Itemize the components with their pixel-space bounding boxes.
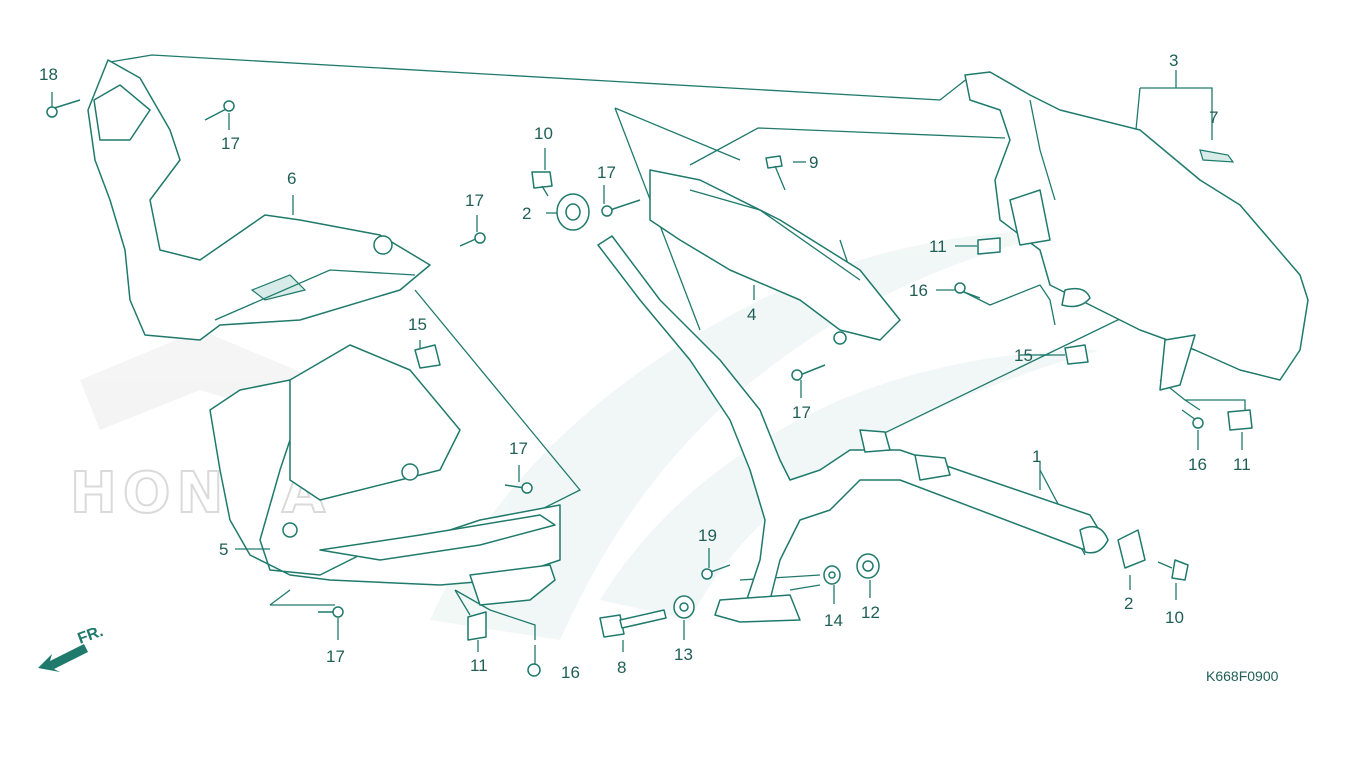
callout-7: 7: [1209, 108, 1219, 127]
clip-nut-11-icon: [1227, 409, 1253, 431]
front-direction-label: FR.: [76, 628, 106, 648]
screw-16-icon: [1181, 409, 1204, 429]
front-direction-arrow-icon: FR.: [38, 628, 106, 672]
callout-6: 6: [287, 169, 297, 188]
callout-4: 4: [747, 305, 757, 324]
callout-17: 17: [509, 439, 528, 458]
screw-17-icon: [601, 199, 641, 217]
callout-10: 10: [534, 124, 553, 143]
clip-nut-11-icon: [467, 611, 487, 641]
callout-19: 19: [698, 526, 717, 545]
callout-14: 14: [824, 611, 843, 630]
inner-bracket: [649, 169, 901, 345]
screw-16-icon: [527, 645, 541, 677]
screw-17-icon: [318, 606, 344, 618]
callout-9: 9: [809, 153, 819, 172]
callout-18: 18: [39, 65, 58, 84]
callout-17: 17: [465, 191, 484, 210]
diagram-code: K668F0900: [1206, 668, 1279, 684]
collar-2-icon: [556, 193, 590, 231]
callout-1: 1: [1032, 447, 1042, 466]
rear-cover: [964, 71, 1309, 391]
collar-12-icon: [856, 553, 880, 579]
callout-12: 12: [861, 603, 880, 622]
callout-11: 11: [1233, 455, 1251, 474]
screw-17-icon: [791, 364, 826, 381]
collar-2-icon: [1117, 529, 1146, 569]
front-cover-lower: [209, 344, 561, 606]
callout-2: 2: [522, 204, 532, 223]
callout-15: 15: [408, 315, 427, 334]
callout-8: 8: [617, 658, 627, 677]
callout-15: 15: [1014, 346, 1033, 365]
bolt-10-icon: [531, 171, 553, 197]
bolt-9-icon: [765, 155, 786, 191]
callout-13: 13: [674, 645, 693, 664]
bolt-10-icon: [1157, 559, 1189, 581]
callout-16: 16: [909, 281, 928, 300]
callout-11: 11: [929, 237, 947, 256]
callout-11: 11: [470, 656, 488, 675]
callout-10: 10: [1165, 608, 1184, 627]
hardware: [46, 99, 1253, 677]
callout-16: 16: [561, 663, 580, 682]
callout-17: 17: [597, 163, 616, 182]
callout-16: 16: [1188, 455, 1207, 474]
callout-17: 17: [792, 403, 811, 422]
callout-3: 3: [1169, 51, 1179, 70]
screw-19-icon: [701, 564, 731, 580]
callout-leaders: [51, 92, 1243, 652]
callout-5: 5: [219, 540, 229, 559]
washer-14-icon: [823, 565, 841, 585]
svg-text:HONDA: HONDA: [70, 461, 331, 526]
handle-pipe: [597, 235, 1109, 623]
front-cover-upper: [87, 59, 431, 341]
screw-16-icon: [954, 282, 981, 299]
screw-17-icon: [459, 232, 486, 247]
callout-2: 2: [1124, 594, 1134, 613]
callout-17: 17: [326, 647, 345, 666]
bolt-8-icon: [599, 609, 667, 638]
screw-17-icon: [204, 100, 235, 121]
clip-15-icon: [1064, 344, 1089, 365]
screw-17-icon: [504, 482, 533, 494]
callout-17: 17: [221, 134, 240, 153]
clip-15-icon: [414, 344, 441, 369]
clip-nut-11-icon: [977, 237, 1001, 255]
washer-13-icon: [673, 595, 695, 619]
